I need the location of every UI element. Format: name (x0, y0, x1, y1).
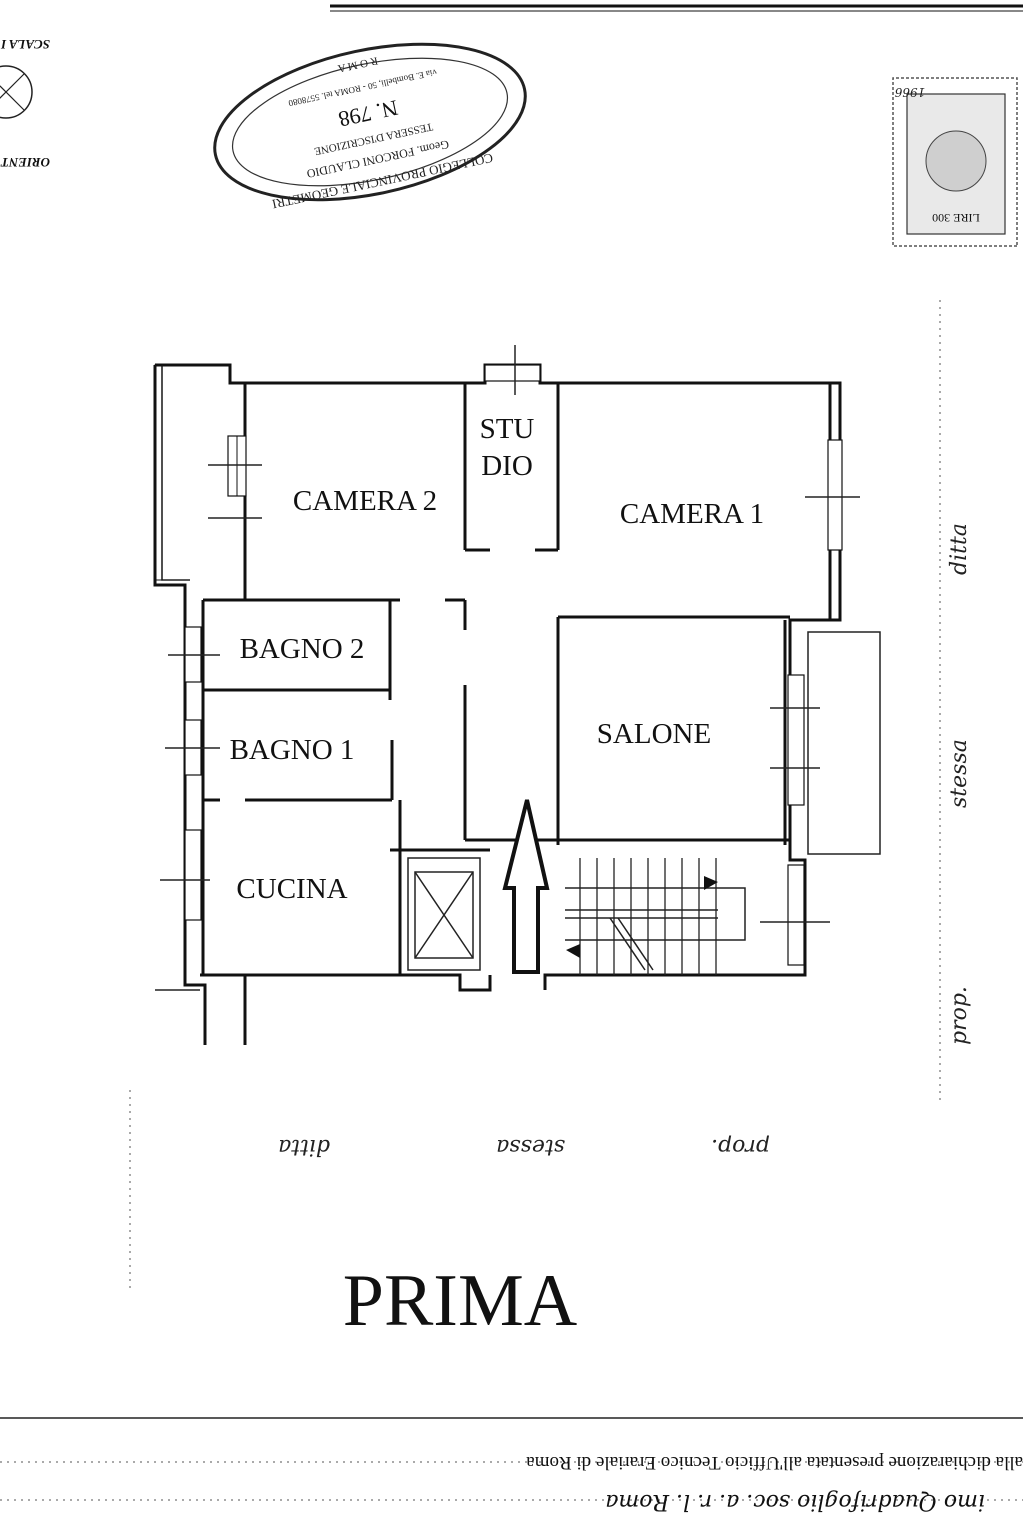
room-label-camera-1: CAMERA 1 (620, 498, 764, 530)
windows (160, 345, 860, 966)
orientation-block: SCALA I ORIENT (0, 37, 50, 170)
floor-plan (129, 300, 941, 1290)
boundary-right-top: ditta (947, 523, 972, 575)
footer-line-1: alla dichiarazione presentata all'Uffici… (526, 1452, 1023, 1473)
boundary-bottom-3: prop. (711, 1134, 770, 1159)
balcony-left (154, 364, 163, 581)
staircase (565, 858, 746, 975)
boundary-bottom-2: stessa (496, 1134, 565, 1159)
room-label-studio-2: DIO (481, 450, 533, 482)
geometri-stamp: COLLEGIO PROVINCIALE GEOMETRI Geom. FORC… (213, 42, 527, 212)
room-labels: STU DIO CAMERA 2 CAMERA 1 BAGNO 2 BAGNO … (230, 413, 765, 905)
boundary-right-bottom: prop. (947, 986, 972, 1045)
room-label-bagno-2: BAGNO 2 (240, 633, 365, 665)
boundary-bottom-1: ditta (278, 1134, 330, 1159)
entrance-arrow-icon (502, 799, 550, 974)
revenue-stamp-value: LIRE 300 (932, 211, 980, 225)
room-label-camera-2: CAMERA 2 (293, 485, 437, 517)
room-label-studio-1: STU (480, 413, 535, 445)
footer-line-2: imo Quadrifoglio soc. a. r. l. Roma (605, 1489, 985, 1514)
room-label-bagno-1: BAGNO 1 (230, 734, 355, 766)
room-label-salone: SALONE (597, 718, 711, 750)
stamp-number: N. 798 (336, 95, 400, 132)
balcony (807, 631, 881, 855)
compass-icon (0, 65, 33, 119)
elevator (407, 857, 481, 971)
boundary-notes: ditta stessa prop. ditta stessa prop. (278, 523, 972, 1159)
stamp-city: R O M A (337, 54, 379, 74)
revenue-stamp-year: 1966 (894, 85, 925, 99)
room-label-cucina: CUCINA (236, 873, 347, 905)
scala-label: SCALA I (0, 37, 50, 52)
boundary-right-middle: stessa (947, 739, 972, 808)
floor-title: PRIMA (343, 1260, 577, 1342)
orient-label: ORIENT (0, 155, 50, 170)
revenue-stamp: LIRE 300 1966 (892, 77, 1018, 247)
